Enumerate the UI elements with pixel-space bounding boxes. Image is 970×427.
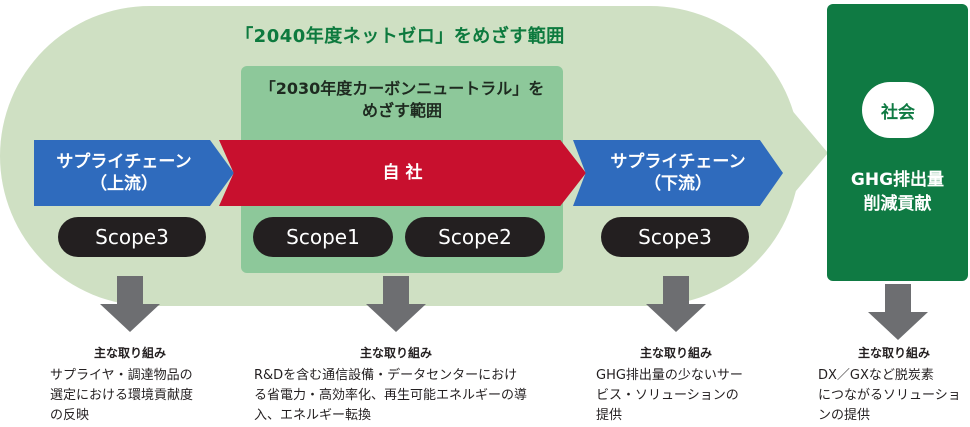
scope3-upstream-pill: Scope3: [58, 217, 206, 257]
society-contribution: GHG排出量 削減貢献: [827, 168, 968, 216]
effort-downstream-title: 主な取り組み: [639, 346, 712, 360]
effort-upstream-desc: サプライヤ・調達物品の 選定における環境貢献度 の反映: [50, 366, 240, 426]
effort-company-line: る省電力・高効率化、再生可能エネルギーの導: [254, 388, 528, 403]
effort-society-line: DX／GXなど脱炭素: [818, 368, 934, 383]
downstream-label-line2: （下流）: [644, 174, 712, 194]
scope3-downstream-pill: Scope3: [601, 217, 749, 257]
scope-2030-title-line1: 「2030年度カーボンニュートラル」を: [259, 79, 545, 98]
upstream-label-line1: サプライチェーン: [56, 152, 192, 172]
effort-upstream-line: サプライヤ・調達物品の: [50, 368, 193, 383]
effort-society-desc: DX／GXなど脱炭素 につながるソリューショ ンの提供: [818, 366, 968, 426]
effort-society-line: ンの提供: [818, 408, 871, 423]
down-arrow-upstream: [100, 276, 160, 334]
society-contribution-line1: GHG排出量: [850, 170, 945, 190]
scope-2030-title: 「2030年度カーボンニュートラル」を めざす範囲: [241, 78, 563, 122]
effort-downstream-desc: GHG排出量の少ないサー ビス・ソリューションの 提供: [596, 366, 786, 426]
effort-downstream-line: GHG排出量の少ないサー: [596, 368, 743, 383]
society-contribution-line2: 削減貢献: [863, 194, 932, 214]
effort-downstream-line: 提供: [596, 408, 623, 423]
down-arrow-company: [366, 276, 426, 334]
scope-2040-arrow-tip: [790, 108, 828, 198]
society-box: [827, 4, 968, 281]
effort-company-title: 主な取り組み: [359, 346, 432, 360]
effort-upstream-line: の反映: [50, 408, 90, 423]
effort-company-line: 入、エネルギー転換: [254, 408, 372, 423]
effort-upstream-title: 主な取り組み: [93, 346, 166, 360]
down-arrow-downstream: [646, 276, 706, 334]
company-chevron: 自 社: [219, 140, 586, 206]
downstream-chevron: サプライチェーン （下流）: [573, 140, 783, 206]
effort-downstream-line: ビス・ソリューションの: [596, 388, 739, 403]
company-label: 自 社: [382, 163, 423, 183]
effort-company-desc: R&Dを含む通信設備・データセンターにおけ る省電力・高効率化、再生可能エネルギ…: [254, 366, 554, 426]
downstream-label-line1: サプライチェーン: [610, 152, 746, 172]
effort-society-line: につながるソリューショ: [818, 388, 961, 403]
scope-2030-title-line2: めざす範囲: [361, 101, 442, 120]
scope-2040-title: 「2040年度ネットゼロ」をめざす範囲: [235, 26, 565, 47]
society-circle: 社会: [862, 82, 934, 138]
effort-company-line: R&Dを含む通信設備・データセンターにおけ: [254, 368, 518, 383]
effort-upstream-line: 選定における環境貢献度: [50, 388, 194, 403]
effort-society-title: 主な取り組み: [857, 346, 930, 360]
upstream-label-line2: （上流）: [90, 174, 158, 194]
down-arrow-society: [868, 284, 928, 342]
scope2-pill: Scope2: [405, 217, 545, 257]
upstream-chevron: サプライチェーン （上流）: [34, 140, 234, 206]
scope1-pill: Scope1: [253, 217, 393, 257]
